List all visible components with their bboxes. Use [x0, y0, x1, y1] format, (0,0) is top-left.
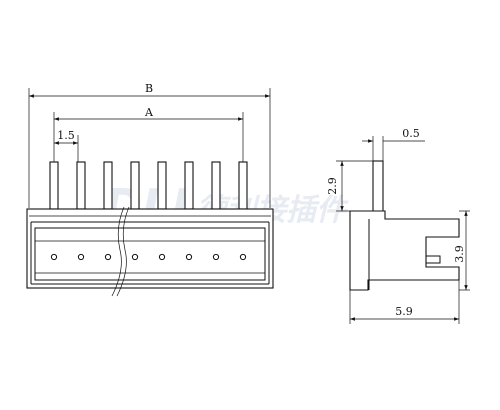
side-housing — [349, 210, 460, 291]
pin-3 — [103, 161, 113, 210]
dim-bh-label: 3.9 — [453, 245, 466, 263]
contact-hole-1 — [50, 253, 58, 261]
dim-b-label: B — [145, 82, 153, 95]
dim-pitch-label: 1.5 — [57, 129, 75, 142]
contact-holes — [50, 253, 247, 261]
dim-a-label: A — [144, 106, 154, 119]
break-line-2 — [116, 206, 130, 297]
contact-hole-2 — [77, 253, 85, 261]
dim-depth-label: 5.9 — [395, 305, 413, 318]
front-view: B A 1.5 — [26, 82, 274, 297]
housing-outline — [26, 208, 274, 289]
contact-hole-5 — [158, 253, 166, 261]
dim-ph-label: 2.9 — [326, 177, 339, 195]
break-line-1 — [111, 206, 125, 297]
contact-hole-4 — [131, 253, 139, 261]
contact-hole-8 — [239, 253, 247, 261]
pin-8 — [238, 161, 248, 210]
side-view: 0.5 2.9 3.9 5.9 — [326, 127, 470, 324]
contact-hole-3 — [104, 253, 112, 261]
dim-thk-label: 0.5 — [402, 127, 420, 140]
side-pin — [372, 160, 384, 220]
pin-7 — [211, 161, 221, 210]
housing-cavity — [34, 227, 266, 281]
pin-6 — [184, 161, 194, 210]
pin-4 — [130, 161, 140, 210]
side-latch — [425, 255, 441, 264]
pin-5 — [157, 161, 167, 210]
pin-2 — [76, 161, 86, 210]
contact-hole-6 — [185, 253, 193, 261]
contact-hole-7 — [212, 253, 220, 261]
pin-1 — [49, 161, 59, 210]
